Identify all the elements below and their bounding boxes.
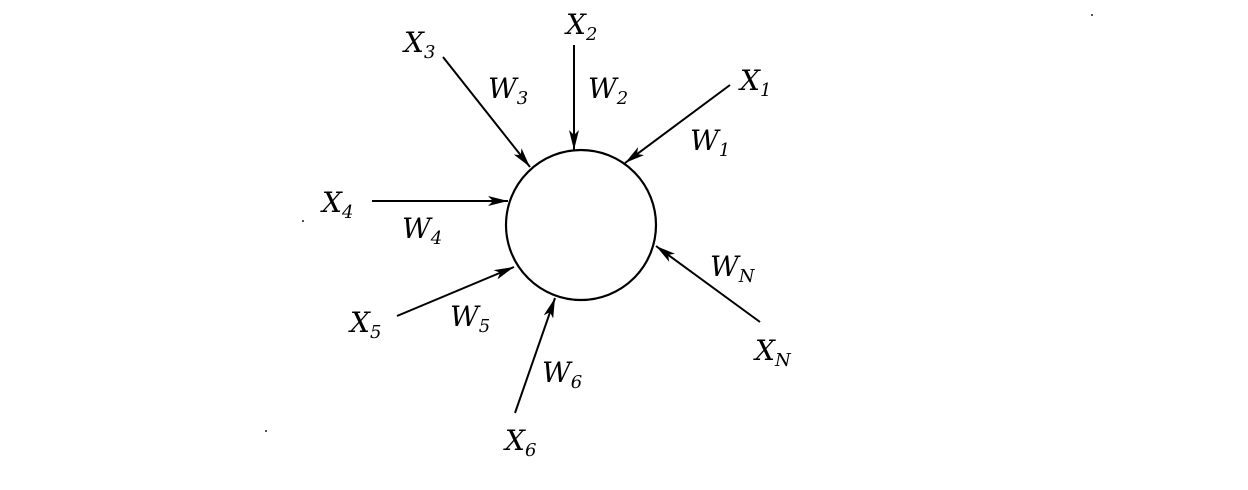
input-label-x4: X4 (320, 186, 353, 223)
weight-label-w4: W4 (402, 212, 442, 249)
weight-label-wn: WN (710, 250, 756, 287)
scan-speck (302, 220, 304, 222)
weight-label-w6: W6 (542, 356, 582, 393)
input-arrow-3 (442, 56, 531, 168)
input-label-x1: X1 (738, 64, 771, 101)
weight-label-w1: W1 (690, 124, 730, 161)
input-arrow-6 (514, 297, 556, 414)
input-label-x3: X3 (402, 26, 435, 63)
input-arrow-5 (396, 266, 515, 317)
scan-speck (265, 430, 267, 432)
input-arrow-n (655, 245, 761, 323)
input-arrow-1 (624, 84, 731, 164)
input-label-x2: X2 (564, 8, 597, 45)
neuron-circle (504, 148, 658, 302)
weight-label-w2: W2 (588, 72, 628, 109)
scan-speck (1091, 14, 1093, 16)
input-label-x6: X6 (503, 424, 536, 461)
weight-label-w3: W3 (488, 72, 528, 109)
input-label-xn: XN (753, 334, 792, 371)
weight-label-w5: W5 (450, 300, 490, 337)
input-label-x5: X5 (348, 306, 381, 343)
